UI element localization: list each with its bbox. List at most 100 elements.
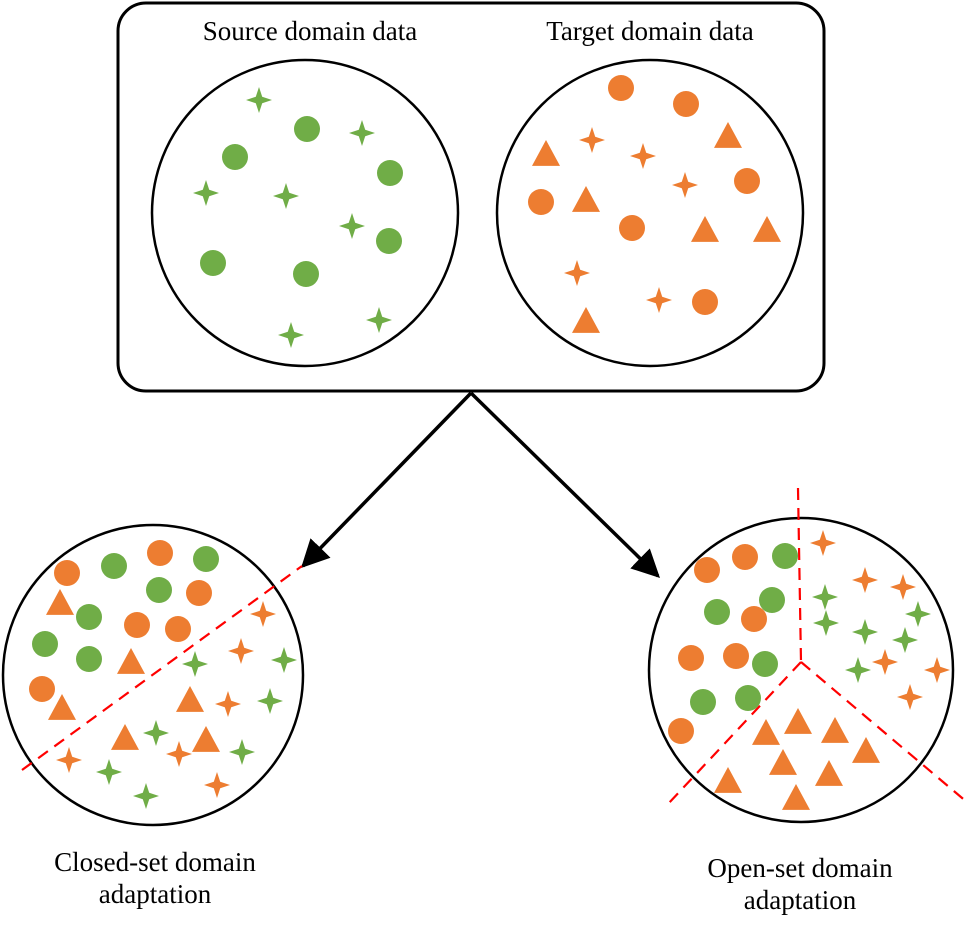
closed-set-label-line1: Closed-set domain xyxy=(54,847,256,877)
source-circle-marker xyxy=(377,160,403,186)
source-circle-marker xyxy=(294,116,320,142)
source-circle-marker xyxy=(76,604,102,630)
source-star-marker xyxy=(905,601,931,627)
target-circle-marker xyxy=(734,168,760,194)
target-star-marker xyxy=(852,567,878,593)
target-circle-marker xyxy=(619,215,645,241)
source-circle-marker xyxy=(32,631,58,657)
source-star-marker xyxy=(813,610,839,636)
target-circle-marker xyxy=(692,289,718,315)
source-star-marker xyxy=(845,657,871,683)
target-circle-marker xyxy=(54,560,80,586)
source-star-marker xyxy=(182,651,208,677)
open-set-label: Open-set domain adaptation xyxy=(665,852,935,916)
target-triangle-marker xyxy=(753,216,781,242)
source-circle-marker xyxy=(222,144,248,170)
target-triangle-marker xyxy=(572,307,600,333)
source-star-marker xyxy=(96,759,122,785)
closed-set-circle xyxy=(1,523,305,827)
target-star-marker xyxy=(924,657,950,683)
target-triangle-marker xyxy=(782,784,810,810)
target-domain-label: Target domain data xyxy=(546,16,754,46)
source-domain-label: Source domain data xyxy=(202,16,418,46)
target-star-marker xyxy=(630,143,656,169)
target-circle-marker xyxy=(678,645,704,671)
target-circle-marker xyxy=(124,612,150,638)
target-triangle-marker xyxy=(714,767,742,793)
target-triangle-marker xyxy=(572,186,600,212)
target-triangle-marker xyxy=(111,724,139,750)
target-triangle-marker xyxy=(192,726,220,752)
source-star-marker xyxy=(349,120,375,146)
source-circle-marker xyxy=(690,689,716,715)
source-domain-circle xyxy=(150,58,460,368)
target-circle-marker xyxy=(528,189,554,215)
source-circle-marker xyxy=(772,543,798,569)
source-circle-marker xyxy=(200,250,226,276)
open-set-boundary-vertical xyxy=(796,487,803,663)
open-set-boundary-left xyxy=(667,661,802,805)
target-circle-marker xyxy=(608,75,634,101)
target-star-marker xyxy=(204,772,230,798)
source-star-marker xyxy=(143,720,169,746)
target-triangle-marker xyxy=(117,648,145,674)
target-star-marker xyxy=(166,741,192,767)
closed-set-boundary xyxy=(21,565,303,771)
target-triangle-marker xyxy=(784,708,812,734)
target-triangle-marker xyxy=(815,760,843,786)
source-star-marker xyxy=(366,307,392,333)
target-circle-marker xyxy=(723,643,749,669)
open-set-label-line1: Open-set domain xyxy=(707,853,893,883)
closed-set-label-line2: adaptation xyxy=(98,879,212,909)
source-circle-marker xyxy=(101,553,127,579)
source-star-marker xyxy=(892,627,918,653)
target-star-marker xyxy=(579,127,605,153)
target-triangle-marker xyxy=(176,686,204,712)
source-star-marker xyxy=(271,647,297,673)
target-star-marker xyxy=(56,747,82,773)
target-circle-marker xyxy=(673,91,699,117)
target-triangle-marker xyxy=(532,140,560,166)
source-star-marker xyxy=(812,584,838,610)
source-star-marker xyxy=(273,183,299,209)
source-circle-marker xyxy=(704,599,730,625)
target-triangle-marker xyxy=(48,694,76,720)
target-triangle-marker xyxy=(752,719,780,745)
source-star-marker xyxy=(852,619,878,645)
target-triangle-marker xyxy=(821,717,849,743)
source-star-marker xyxy=(193,180,219,206)
source-circle-marker xyxy=(735,685,761,711)
open-set-label-line2: adaptation xyxy=(743,885,857,915)
source-circle-marker xyxy=(376,228,402,254)
source-circle-marker xyxy=(759,587,785,613)
target-star-marker xyxy=(564,260,590,286)
source-star-marker xyxy=(133,783,159,809)
target-circle-marker xyxy=(29,676,55,702)
target-domain-circle xyxy=(495,58,805,368)
target-circle-marker xyxy=(694,557,720,583)
source-circle-marker xyxy=(76,646,102,672)
source-star-marker xyxy=(257,688,283,714)
target-star-marker xyxy=(810,530,836,556)
target-triangle-marker xyxy=(852,737,880,763)
target-star-marker xyxy=(646,287,672,313)
source-circle-marker xyxy=(293,261,319,287)
source-circle-marker xyxy=(752,651,778,677)
target-circle-marker xyxy=(732,544,758,570)
data-box xyxy=(116,1,826,393)
source-circle-marker xyxy=(146,577,172,603)
closed-set-label: Closed-set domain adaptation xyxy=(10,846,300,910)
target-circle-marker xyxy=(186,580,212,606)
target-star-marker xyxy=(872,649,898,675)
target-circle-marker xyxy=(165,616,191,642)
target-circle-marker xyxy=(668,718,694,744)
arrow-to-open-set xyxy=(469,391,661,578)
target-triangle-marker xyxy=(714,122,742,148)
target-star-marker xyxy=(250,601,276,627)
target-star-marker xyxy=(215,691,241,717)
target-triangle-marker xyxy=(769,749,797,775)
source-star-marker xyxy=(278,322,304,348)
target-circle-marker xyxy=(741,606,767,632)
target-star-marker xyxy=(672,172,698,198)
